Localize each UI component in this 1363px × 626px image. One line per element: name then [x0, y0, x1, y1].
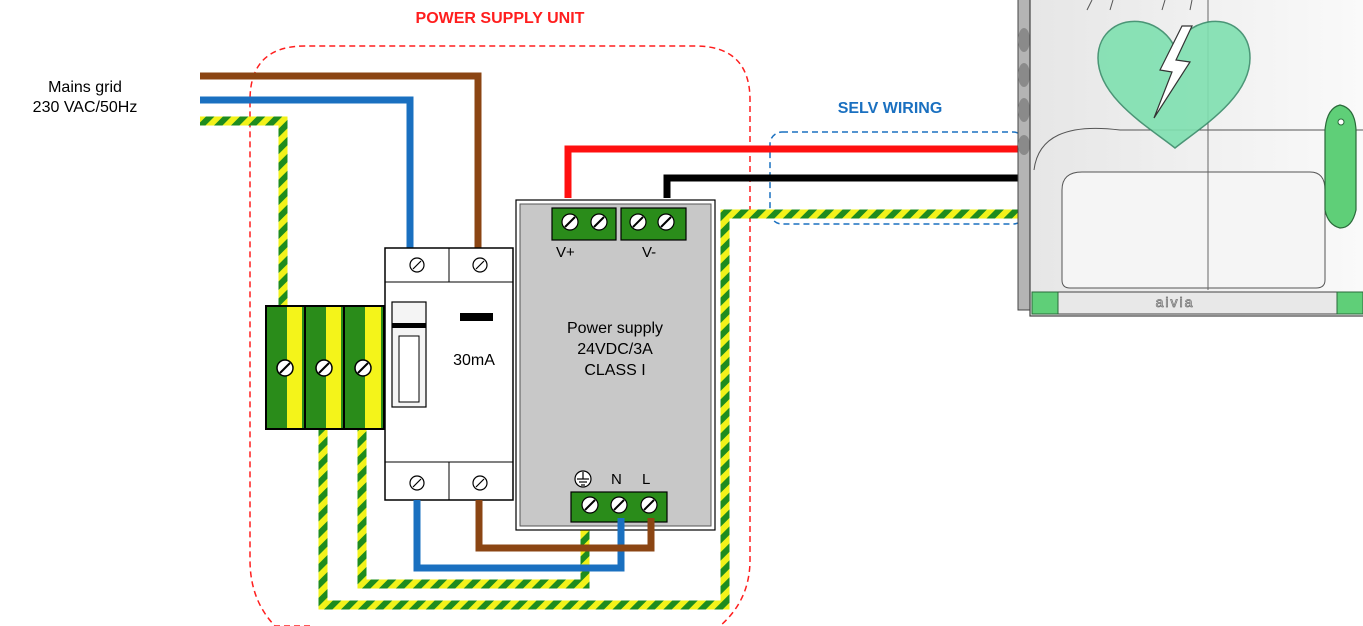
lightning-bolt-icon	[1153, 25, 1193, 119]
rcd-toggle-lever	[391, 301, 427, 408]
aed-cabinet-device: aivia	[1017, 0, 1363, 317]
device-brand-label: aivia	[1156, 294, 1195, 310]
dc-output-terminal-minus	[620, 207, 687, 241]
dc-positive-wire	[564, 145, 1027, 198]
terminal-label-v-plus: V+	[556, 244, 575, 261]
power-supply-name: Power supply	[566, 320, 664, 337]
psu-unit-boundary	[249, 45, 751, 626]
earth-block-screw-icon	[354, 359, 372, 377]
power-supply-class: CLASS I	[584, 362, 646, 379]
terminal-label-neutral: N	[611, 471, 622, 488]
rcd-rating-label: 30mA	[453, 352, 495, 369]
rcd-test-button	[460, 313, 493, 321]
ground-symbol-icon	[574, 470, 592, 488]
earth-block-screw-icon	[276, 359, 294, 377]
earth-block-screw-icon	[315, 359, 333, 377]
terminal-label-v-minus: V-	[642, 244, 657, 261]
rcd-breaker	[384, 247, 514, 501]
earth-terminal-block	[265, 305, 385, 430]
dc-negative-wire	[663, 174, 1027, 198]
mains-grid-label: Mains grid 230 VAC/50Hz	[10, 78, 160, 118]
power-supply-unit-title: POWER SUPPLY UNIT	[415, 10, 585, 27]
mains-earth-wire	[200, 116, 288, 305]
rcd-screw-icon	[472, 257, 488, 273]
rcd-to-psu-neutral-wire	[413, 500, 625, 572]
side-handle	[1324, 104, 1357, 229]
mains-neutral-wire	[200, 96, 414, 248]
rcd-screw-icon	[472, 475, 488, 491]
selv-wiring-title: SELV WIRING	[837, 100, 943, 117]
earth-wire-to-device	[318, 209, 1027, 610]
ac-input-terminal	[570, 491, 668, 523]
rcd-screw-icon	[409, 257, 425, 273]
rcd-to-psu-live-wire	[475, 500, 655, 552]
power-supply-rating: 24VDC/3A	[577, 341, 653, 358]
power-supply-body	[515, 199, 716, 531]
rcd-screw-icon	[409, 475, 425, 491]
terminal-label-line: L	[642, 471, 651, 488]
power-supply-description: Power supply 24VDC/3A CLASS I	[515, 318, 715, 381]
mains-live-wire	[200, 72, 482, 248]
mains-grid-voltage: 230 VAC/50Hz	[32, 99, 138, 116]
mains-grid-title: Mains grid	[48, 79, 122, 96]
dc-output-terminal-plus	[551, 207, 617, 241]
